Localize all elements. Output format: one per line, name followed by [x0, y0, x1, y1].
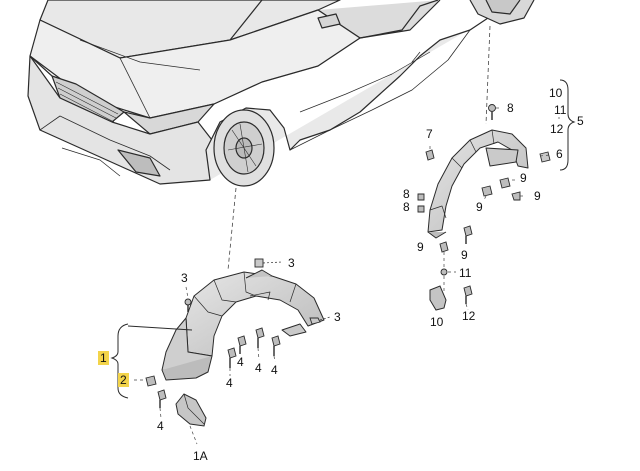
front-wheel-arch-liner — [161, 269, 325, 381]
callout-12-top: 12 — [550, 122, 564, 136]
callout-4-e: 4 — [237, 355, 244, 369]
leader-lines — [227, 25, 491, 271]
callout-9-a: 9 — [520, 171, 527, 185]
callout-3-right: 3 — [334, 310, 341, 324]
callout-7: 7 — [426, 127, 433, 141]
part-leaders-left — [134, 286, 276, 445]
callout-2: 2 — [118, 373, 129, 387]
part-leaders-right — [429, 107, 560, 311]
callout-9-e: 9 — [461, 248, 468, 262]
fasteners-right — [417, 104, 551, 304]
callout-8-left-a: 8 — [403, 187, 410, 201]
callout-4-b: 4 — [226, 376, 233, 390]
part-1a-bracket — [175, 393, 207, 427]
callout-9-d: 9 — [417, 240, 424, 254]
callout-10-top: 10 — [549, 86, 563, 100]
callout-8-top: 8 — [507, 101, 514, 115]
callout-5: 5 — [577, 114, 584, 128]
callout-3-mid: 3 — [288, 256, 295, 270]
callout-4-a: 4 — [157, 419, 164, 433]
callout-1a: 1A — [193, 449, 208, 463]
callout-3-top: 3 — [181, 271, 188, 285]
group-bracket-left — [110, 323, 193, 399]
callout-12-bottom: 12 — [462, 309, 476, 323]
callout-9-c: 9 — [476, 200, 483, 214]
group-bracket-right — [559, 79, 576, 171]
callout-4-d: 4 — [271, 363, 278, 377]
callout-11-bottom: 11 — [459, 266, 472, 280]
callout-11-top: 11 — [554, 103, 567, 117]
callout-9-b: 9 — [534, 189, 541, 203]
callout-4-c: 4 — [255, 361, 262, 375]
part-10-bracket — [429, 285, 447, 311]
callout-6: 6 — [556, 147, 563, 161]
rear-wheel-arch-liner — [427, 129, 529, 239]
car-illustration — [27, 0, 535, 187]
callout-1: 1 — [98, 351, 109, 365]
callout-8-left-b: 8 — [403, 200, 410, 214]
fasteners-left — [145, 258, 331, 408]
callout-10-bottom: 10 — [430, 315, 444, 329]
